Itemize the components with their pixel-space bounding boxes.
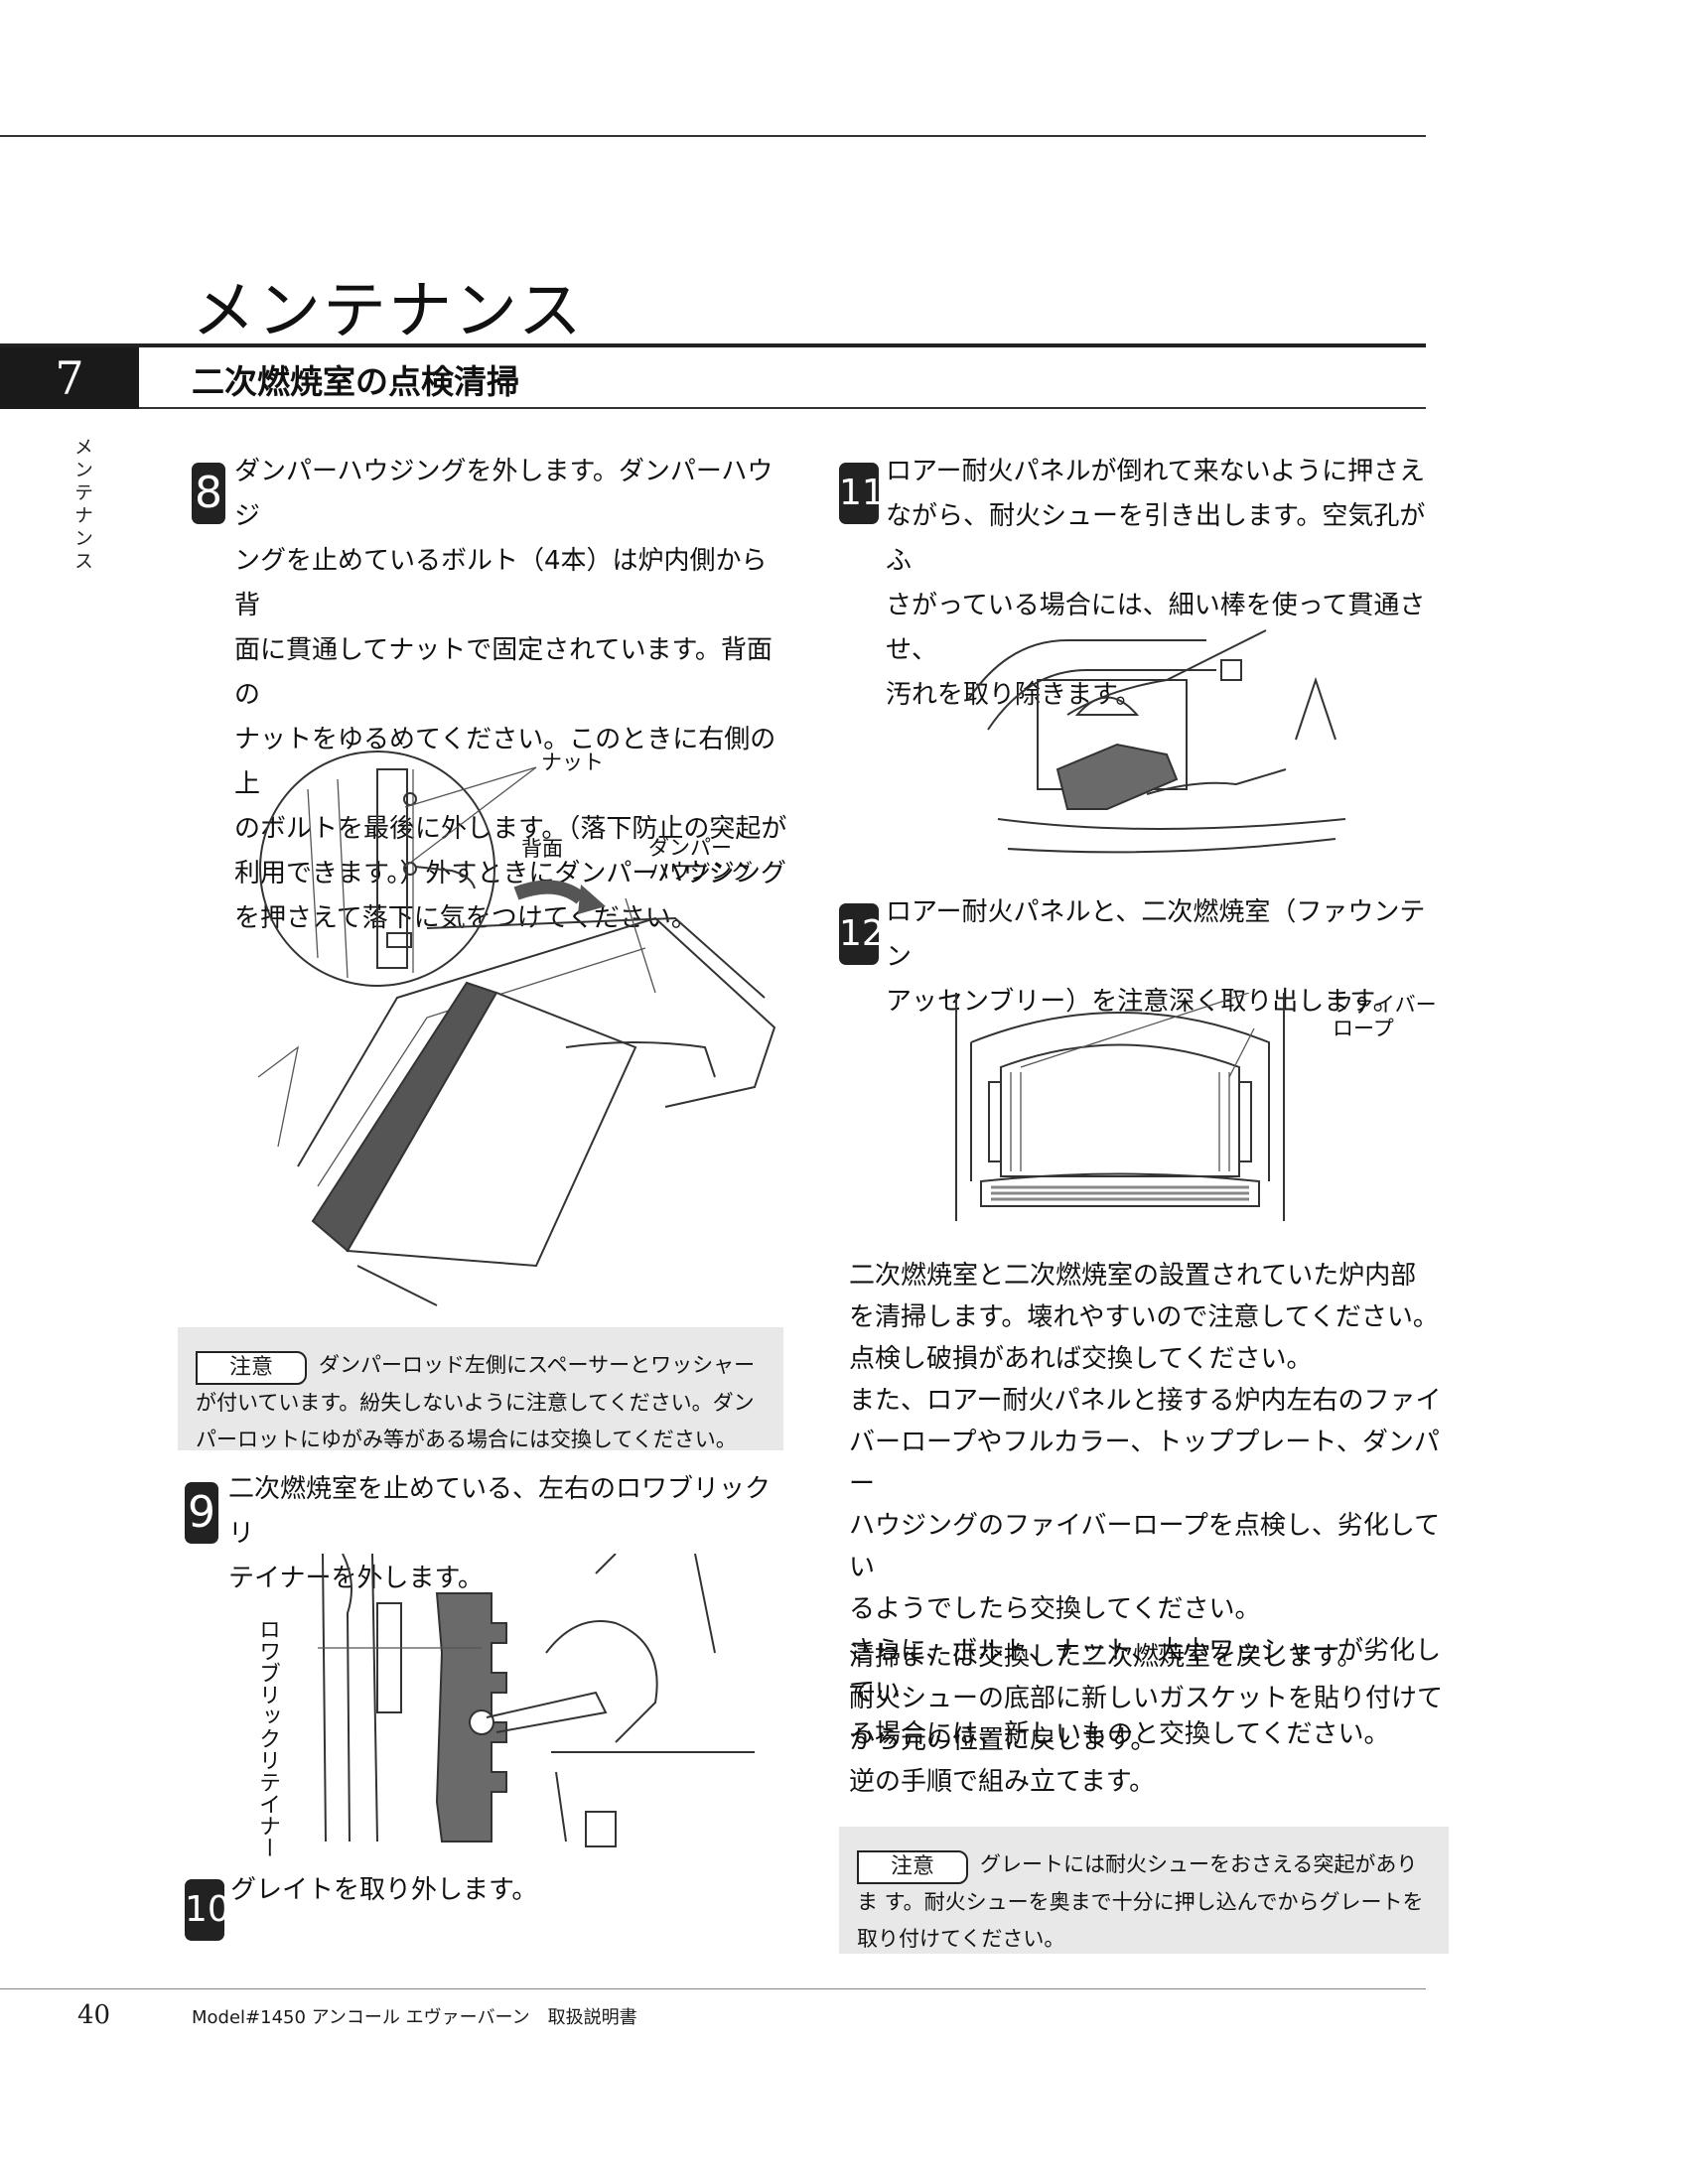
caution-label-2: 注意 — [857, 1849, 968, 1884]
figure-retainer-removal — [318, 1554, 755, 1847]
paragraph-cleaning-inspection: 二次燃焼室と二次燃焼室の設置されていた炉内部 を清掃します。壊れやすいので注意し… — [849, 1261, 1442, 1749]
callout-damper-housing: ダンパー ハウジング — [648, 836, 753, 884]
figure-damper-housing-removal — [257, 751, 776, 1306]
step-11-text: ロアー耐火パネルが倒れて来ないように押さえ ながら、耐火シューを引き出します。空… — [886, 457, 1426, 710]
heading-rule-thick — [0, 343, 1426, 347]
step-number-9: 9 — [185, 1482, 218, 1544]
footer-rule — [0, 1988, 1426, 1989]
figure-secondary-chamber-removal — [955, 993, 1285, 1221]
chapter-title: メンテナンス — [192, 275, 584, 348]
callout-lower-brick-retainer: ロワブリックリテイナー — [255, 1618, 280, 1858]
step-number-11: 11 — [839, 463, 885, 524]
footer-model-title: Model#1450 アンコール エヴァーバーン 取扱説明書 — [192, 2007, 637, 2028]
top-rule — [0, 135, 1426, 137]
caution-text-2: グレートには耐火シューをおさえる突起がありま す。耐火シューを奥まで十分に押し込… — [857, 1852, 1424, 1951]
paragraph-reassembly: 清掃または交換した二次燃焼室を戻します。 耐火シューの底部に新しいガスケットを貼… — [849, 1642, 1444, 1797]
callout-back: 背面 — [521, 837, 563, 861]
caution-label-1: 注意 — [196, 1350, 307, 1385]
side-chapter-label: メンテナンス — [71, 437, 93, 574]
caution-box-1: 注意ダンパーロッド左側にスペーサーとワッシャーが付いています。紛失しないように注… — [178, 1327, 783, 1451]
step-number-10: 10 — [185, 1879, 230, 1941]
step-number-8: 8 — [192, 463, 225, 524]
heading-rule-thin — [139, 407, 1426, 409]
chapter-number-tab: 7 — [0, 347, 139, 409]
step-8-text: ダンパーハウジングを外します。ダンパーハウジ ングを止めているボルト（4本）は炉… — [234, 457, 787, 933]
step-10-text: グレイトを取り外します。 — [230, 1875, 538, 1905]
page-number: 40 — [77, 2000, 111, 2030]
figure-fire-shoe-extraction — [968, 629, 1346, 854]
step-12-text: ロアー耐火パネルと、二次燃焼室（ファウンテン アッセンブリー）を注意深く取り出し… — [886, 897, 1426, 1017]
callout-nut: ナット — [541, 751, 604, 774]
callout-fiber-rope: ファイバー ロープ — [1333, 993, 1437, 1040]
step-number-12: 12 — [839, 903, 885, 965]
caution-text-1: ダンパーロッド左側にスペーサーとワッシャーが付いています。紛失しないように注意し… — [196, 1353, 756, 1451]
step-9-text: 二次燃焼室を止めている、左右のロワブリックリ テイナーを外します。 — [228, 1474, 772, 1593]
caution-box-2: 注意グレートには耐火シューをおさえる突起がありま す。耐火シューを奥まで十分に押… — [839, 1827, 1449, 1954]
section-title: 二次燃焼室の点検清掃 — [192, 362, 519, 401]
